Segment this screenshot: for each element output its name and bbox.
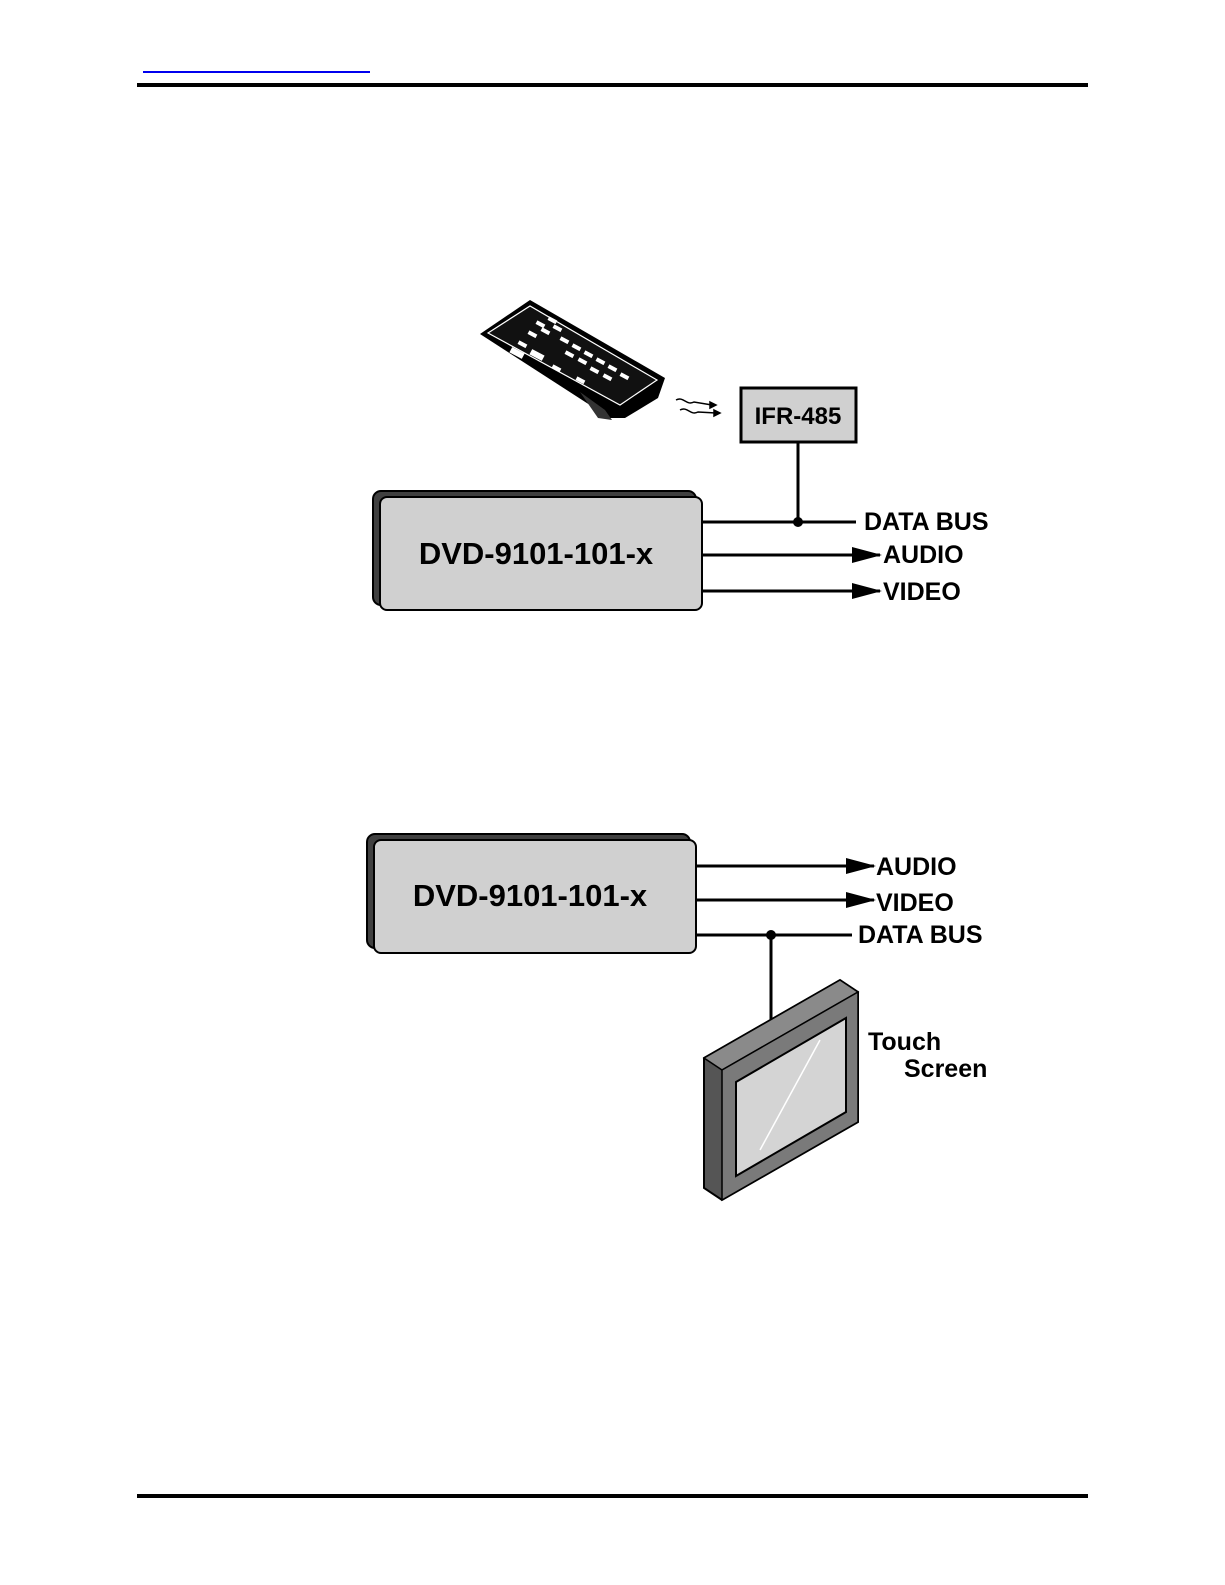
- data-bus-label: DATA BUS: [864, 508, 989, 536]
- data-bus-label-2: DATA BUS: [858, 921, 983, 949]
- dvd-unit-label-2: DVD-9101-101-x: [413, 878, 648, 913]
- ir-signal-icon: [676, 399, 720, 416]
- dvd-unit-label: DVD-9101-101-x: [419, 536, 654, 571]
- diagram-ir-remote-setup: IFR-485 DVD-9101-101-x DATA BUS AUDIO VI…: [373, 300, 989, 610]
- video-label-2: VIDEO: [876, 889, 954, 917]
- touch-screen-icon: [704, 980, 858, 1200]
- touch-screen-label-line2: Screen: [904, 1055, 987, 1083]
- touch-screen-label-line1: Touch: [868, 1028, 941, 1056]
- audio-label-2: AUDIO: [876, 853, 957, 881]
- diagram-touch-screen-setup: DVD-9101-101-x AUDIO VIDEO DATA BUS Touc…: [367, 834, 987, 1200]
- video-label: VIDEO: [883, 578, 961, 606]
- ifr-485-label: IFR-485: [755, 403, 842, 430]
- remote-control-icon: [480, 300, 665, 420]
- audio-label: AUDIO: [883, 541, 964, 569]
